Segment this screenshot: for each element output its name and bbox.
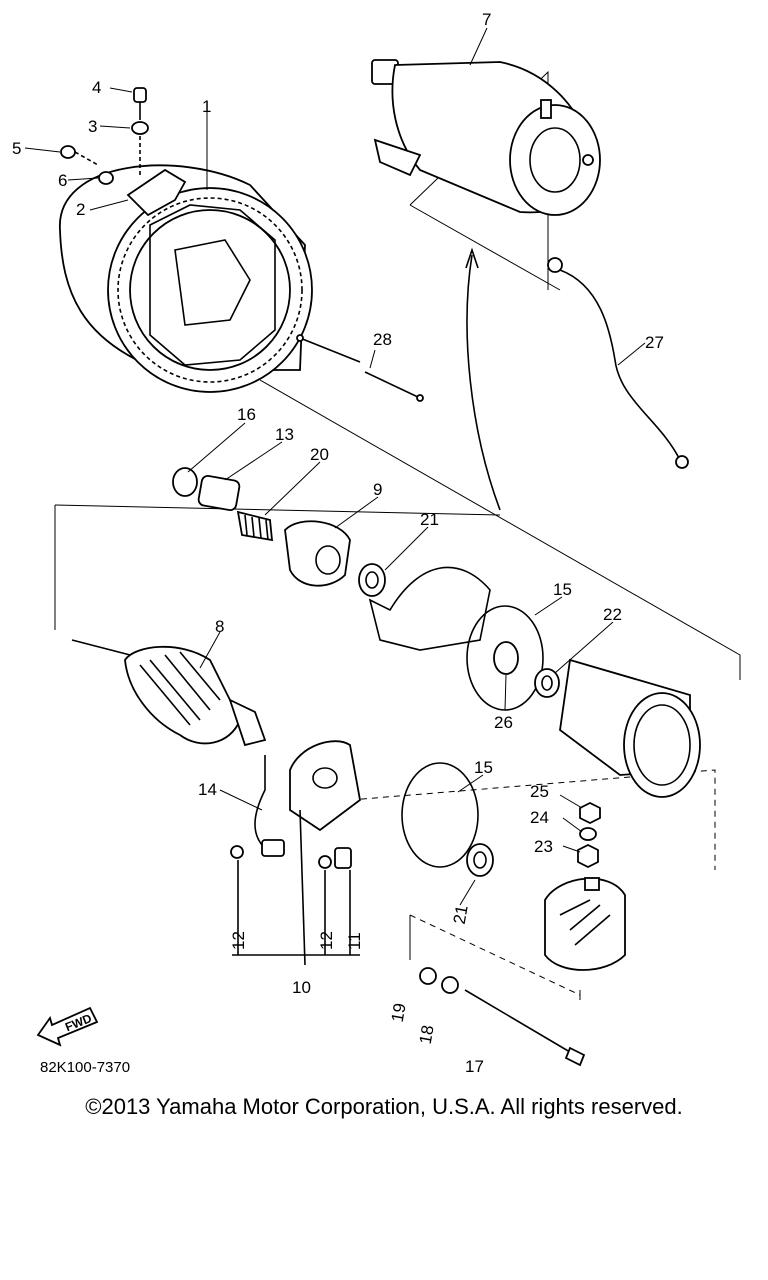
callout-13: 13	[275, 425, 294, 444]
callout-12-a: 12	[229, 931, 248, 950]
callout-23: 23	[534, 837, 553, 856]
part-code: 82K100-7370	[40, 1059, 130, 1076]
callout-7: 7	[482, 10, 491, 29]
callout-16: 16	[237, 405, 256, 424]
callout-26: 26	[494, 713, 513, 732]
copyright-notice: ©2013 Yamaha Motor Corporation, U.S.A. A…	[85, 1094, 683, 1119]
fwd-arrow-icon: FWD	[36, 1006, 99, 1047]
callout-11: 11	[345, 932, 364, 950]
fwd-label: FWD	[63, 1011, 94, 1034]
washers-and-orings	[358, 563, 560, 877]
through-bolt-parts-17-19	[419, 967, 586, 1067]
callout-24: 24	[530, 808, 549, 827]
bracket-parts-2-6	[60, 87, 187, 217]
callout-leaders	[24, 27, 646, 906]
callout-9: 9	[373, 480, 382, 499]
armature-part-8	[71, 639, 267, 747]
terminal-nuts-parts-23-25	[577, 801, 601, 869]
callout-17: 17	[465, 1057, 484, 1076]
ring-gear-part-1	[59, 164, 313, 393]
callout-15-b: 15	[474, 758, 493, 777]
callout-3: 3	[88, 117, 97, 136]
callout-21-a: 21	[420, 510, 439, 529]
callout-27: 27	[645, 333, 664, 352]
callout-12-b: 12	[317, 931, 336, 950]
callout-8: 8	[215, 617, 224, 636]
callout-28: 28	[373, 330, 392, 349]
callout-2: 2	[76, 200, 85, 219]
callout-22: 22	[603, 605, 622, 624]
callout-21-b: 21	[450, 904, 472, 926]
callout-25: 25	[530, 782, 549, 801]
brush-holder-parts-10-14	[230, 740, 361, 966]
callout-15-a: 15	[553, 580, 572, 599]
rear-cover	[544, 877, 626, 971]
callout-6: 6	[58, 171, 67, 190]
callout-18: 18	[416, 1024, 438, 1046]
callout-10: 10	[292, 978, 311, 997]
lead-wire-part-27	[547, 257, 689, 469]
callout-1: 1	[202, 97, 211, 116]
callout-labels: 1 2 3 4 5 6 7 8 9 10 11 12 12 12 13 14 1…	[12, 10, 664, 1076]
bolts-part-28	[296, 334, 424, 402]
clutch-internals	[172, 467, 351, 587]
callout-20: 20	[310, 445, 329, 464]
starter-motor-part-7	[371, 59, 601, 216]
motor-yoke	[559, 658, 701, 798]
callout-4: 4	[92, 78, 101, 97]
callout-19: 19	[388, 1002, 410, 1024]
exploded-parts-diagram: FWD 1 2 3 4 5 6 7 8 9	[12, 10, 741, 1076]
callout-14: 14	[198, 780, 217, 799]
callout-5: 5	[12, 139, 21, 158]
